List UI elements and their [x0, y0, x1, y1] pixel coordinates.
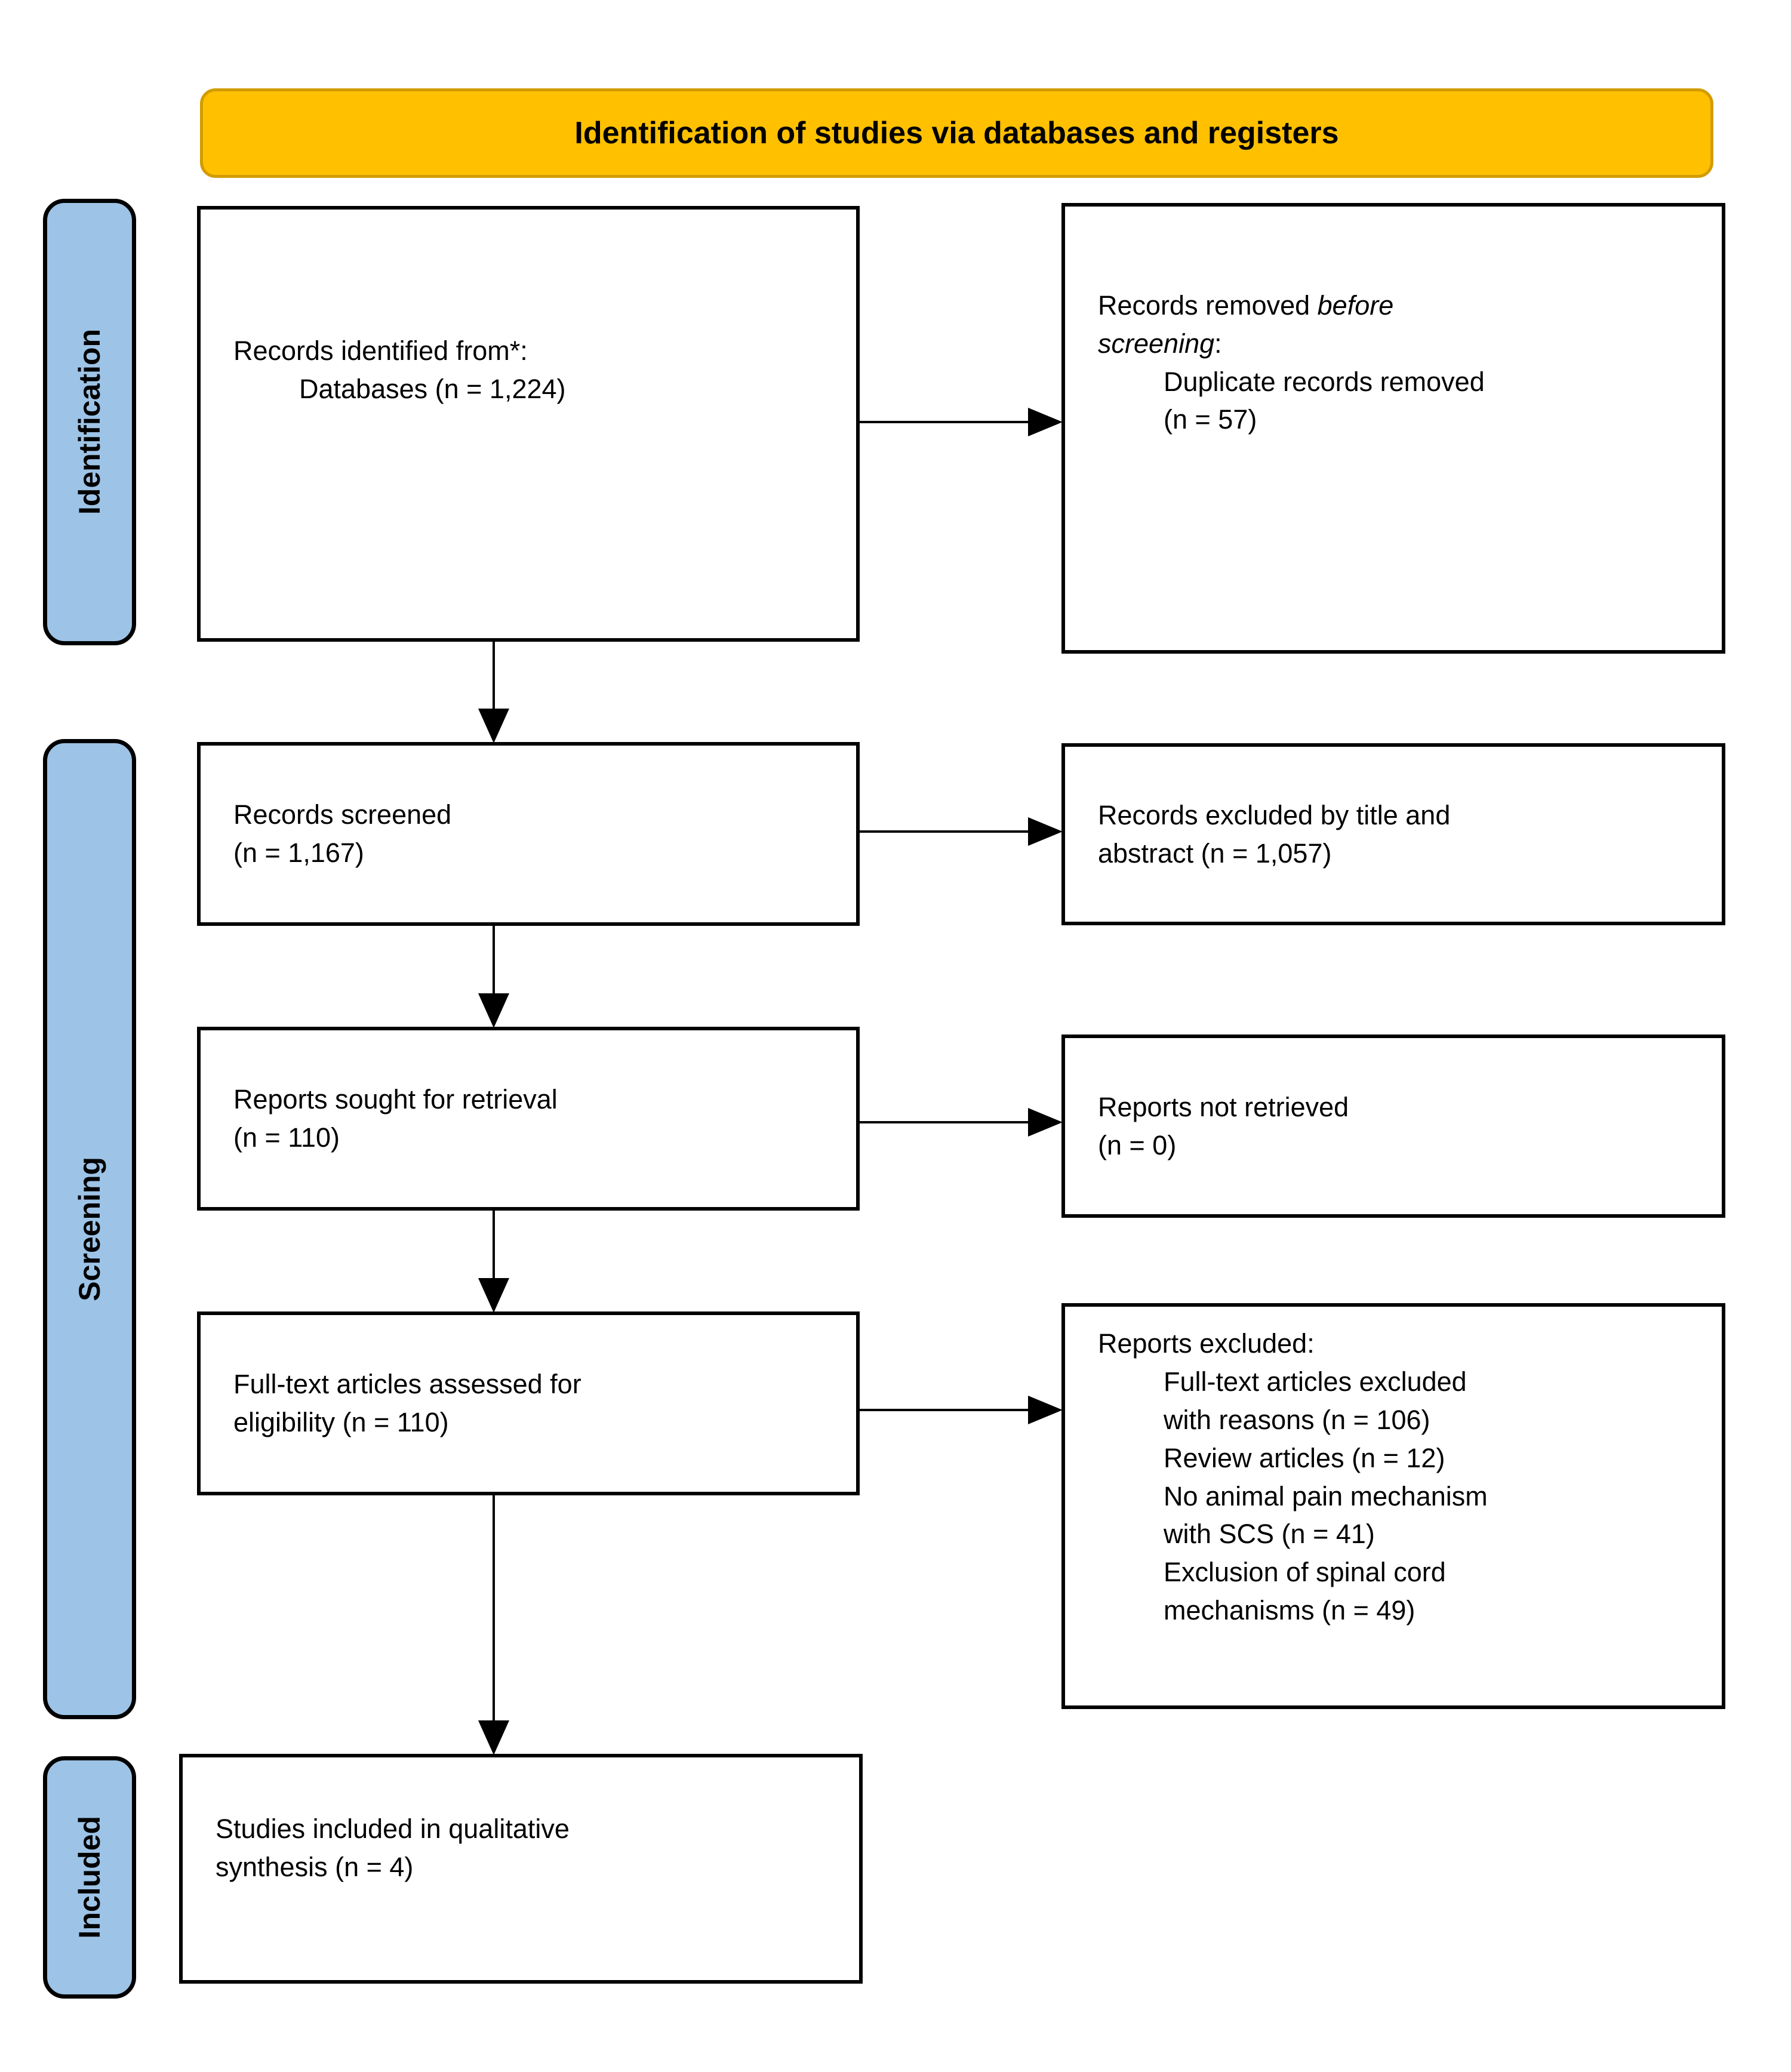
arrow-identified-to-removed-line [860, 421, 1030, 423]
box-reports-excluded-item: with reasons (n = 106) [1164, 1404, 1430, 1435]
box-reports-excluded-title: Reports excluded: [1098, 1328, 1315, 1359]
stage-included: Included [43, 1756, 136, 1999]
box-reports-sought: Reports sought for retrieval (n = 110) [197, 1027, 860, 1211]
box-records-removed-line2: screening: [1098, 328, 1222, 359]
box-studies-included-line1: Studies included in qualitative [216, 1813, 570, 1844]
arrow-sought-to-fulltext-head-icon [478, 1278, 509, 1313]
box-records-excluded: Records excluded by title and abstract (… [1061, 743, 1725, 925]
box-records-identified: Records identified from*: Databases (n =… [197, 206, 860, 642]
arrow-sought-to-notretrieved-head-icon [1028, 1108, 1063, 1137]
box-records-removed: Records removed before screening: Duplic… [1061, 203, 1725, 654]
arrow-fulltext-to-excluded-head-icon [1028, 1396, 1063, 1424]
stage-screening-label: Screening [73, 1157, 106, 1301]
box-reports-excluded-item: with SCS (n = 41) [1164, 1519, 1375, 1550]
box-reports-excluded-item: Exclusion of spinal cord [1164, 1557, 1446, 1588]
box-records-screened-line1: Records screened [233, 799, 452, 830]
box-reports-not-retrieved-line2: (n = 0) [1098, 1129, 1177, 1160]
arrow-fulltext-to-excluded-line [860, 1409, 1030, 1411]
box-records-identified-line2: Databases (n = 1,224) [299, 374, 566, 404]
box-fulltext-assessed-line2: eligibility (n = 110) [233, 1407, 449, 1437]
title-banner-label: Identification of studies via databases … [574, 116, 1339, 150]
arrow-sought-to-notretrieved-line [860, 1121, 1030, 1123]
box-studies-included: Studies included in qualitative synthesi… [179, 1754, 863, 1984]
arrow-screened-to-sought-head-icon [478, 993, 509, 1028]
stage-identification-label: Identification [73, 329, 106, 515]
box-reports-sought-line1: Reports sought for retrieval [233, 1084, 558, 1115]
arrow-sought-to-fulltext-line [493, 1211, 495, 1280]
box-records-excluded-line2: abstract (n = 1,057) [1098, 838, 1332, 869]
box-records-screened-line2: (n = 1,167) [233, 838, 364, 868]
box-records-identified-line1: Records identified from*: [233, 335, 528, 367]
arrow-screened-to-excluded-head-icon [1028, 817, 1063, 846]
arrow-identified-to-removed-head-icon [1028, 408, 1063, 436]
arrow-identified-to-screened-line [493, 642, 495, 711]
box-reports-not-retrieved-line1: Reports not retrieved [1098, 1091, 1349, 1122]
box-records-removed-line3: Duplicate records removed [1164, 366, 1485, 397]
box-reports-excluded-item: Full-text articles excluded [1164, 1366, 1467, 1397]
box-studies-included-line2: synthesis (n = 4) [216, 1851, 414, 1882]
box-reports-sought-line2: (n = 110) [233, 1122, 340, 1153]
box-records-screened: Records screened (n = 1,167) [197, 742, 860, 926]
stage-identification: Identification [43, 199, 136, 645]
arrow-screened-to-excluded-line [860, 830, 1030, 833]
box-reports-excluded: Reports excluded: Full-text articles exc… [1061, 1303, 1725, 1709]
stage-screening: Screening [43, 739, 136, 1719]
arrow-identified-to-screened-head-icon [478, 709, 509, 743]
box-reports-excluded-item: mechanisms (n = 49) [1164, 1595, 1415, 1626]
arrow-screened-to-sought-line [493, 926, 495, 996]
title-banner: Identification of studies via databases … [200, 88, 1713, 178]
box-fulltext-assessed: Full-text articles assessed for eligibil… [197, 1311, 860, 1495]
box-records-removed-line4: (n = 57) [1164, 404, 1257, 435]
box-records-removed-line1: Records removed before [1098, 290, 1394, 321]
arrow-fulltext-to-included-line [493, 1495, 495, 1723]
box-reports-excluded-item: No animal pain mechanism [1164, 1480, 1488, 1511]
box-reports-not-retrieved: Reports not retrieved (n = 0) [1061, 1035, 1725, 1218]
box-fulltext-assessed-line1: Full-text articles assessed for [233, 1369, 581, 1400]
arrow-fulltext-to-included-head-icon [478, 1720, 509, 1755]
box-records-excluded-line1: Records excluded by title and [1098, 799, 1451, 830]
stage-included-label: Included [73, 1816, 106, 1939]
box-reports-excluded-item: Review articles (n = 12) [1164, 1442, 1445, 1473]
